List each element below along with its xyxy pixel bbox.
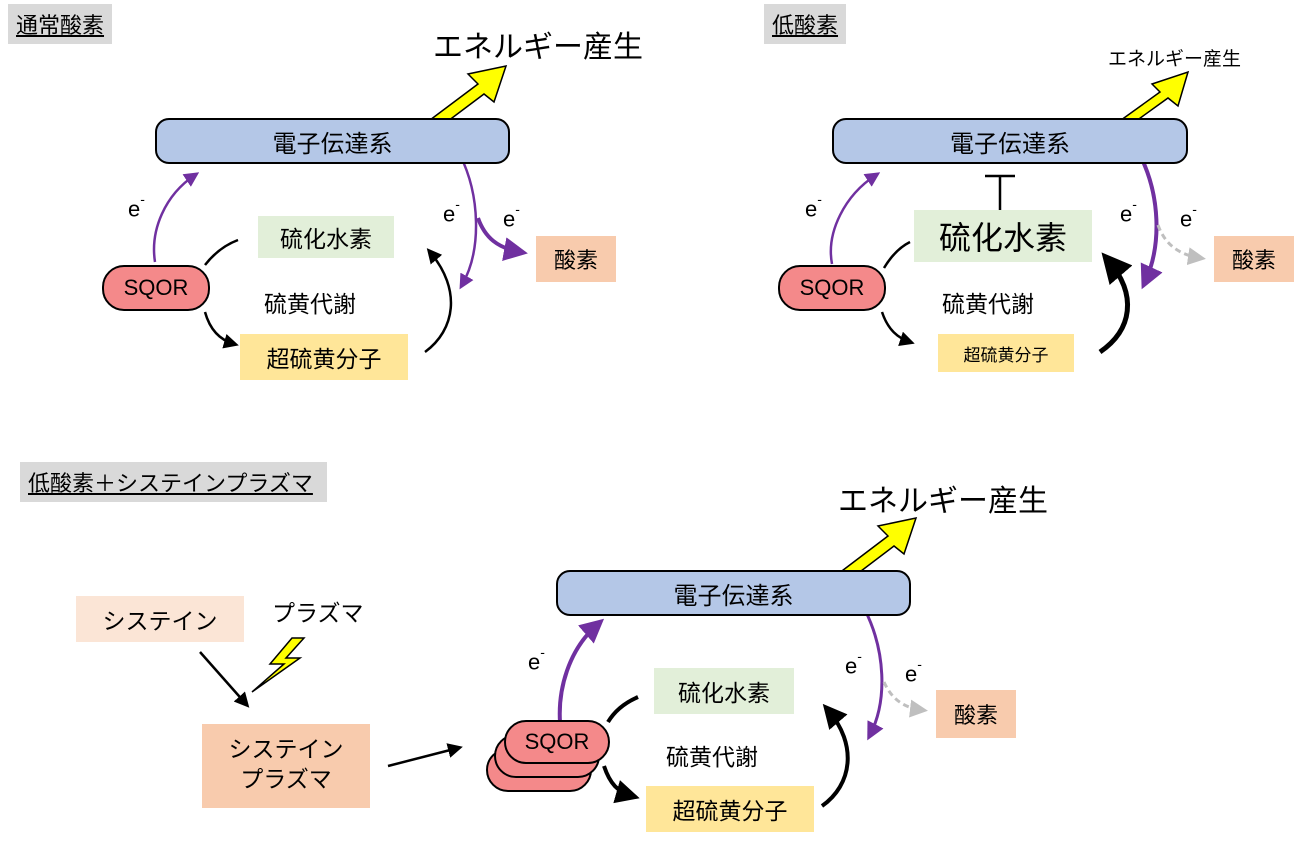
etc-label: 電子伝達系 bbox=[673, 581, 794, 610]
electron-arrow-sqor-to-etc-plasma bbox=[557, 618, 605, 723]
panel-label-hypoxia: 低酸素 bbox=[764, 4, 847, 44]
electron-transport-chain: 電子伝達系 bbox=[155, 118, 510, 164]
energy-production-label: エネルギー産生 bbox=[1108, 48, 1242, 70]
sulfur-metabolism-label: 硫黄代謝 bbox=[942, 292, 1034, 318]
cysteine-plasma-box: システイン プラズマ bbox=[202, 724, 370, 808]
hydrogen-sulfide-box: 硫化水素 bbox=[654, 668, 794, 714]
lightning-icon bbox=[251, 637, 306, 693]
electron-transport-chain: 電子伝達系 bbox=[832, 118, 1188, 164]
electron-arrow-sqor-to-etc-hypoxia bbox=[829, 172, 881, 265]
sulfur-cycle-supersulfide-to-h2s-plasma bbox=[820, 703, 850, 808]
oxygen-box: 酸素 bbox=[536, 236, 616, 282]
cysteine-box: システイン bbox=[76, 596, 244, 642]
sulfur-cycle-supersulfide-to-h2s-hypoxia bbox=[1098, 252, 1133, 355]
sulfur-cycle-supersulfide-to-h2s-normal bbox=[424, 248, 453, 354]
electron-label: e- bbox=[845, 648, 862, 679]
etc-label: 電子伝達系 bbox=[950, 129, 1070, 158]
electron-label: e- bbox=[1120, 196, 1137, 227]
sulfur-cycle-sqor-to-supersulfide-plasma bbox=[602, 765, 640, 804]
supersulfide-box: 超硫黄分子 bbox=[646, 786, 814, 832]
sqor-enzyme: SQOR bbox=[504, 720, 610, 764]
cysteine-plasma-line2: プラズマ bbox=[240, 767, 332, 793]
sqor-enzyme: SQOR bbox=[778, 265, 886, 311]
electron-arrow-to-oxygen-plasma bbox=[882, 681, 928, 718]
panel-label-normal: 通常酸素 bbox=[8, 4, 113, 44]
electron-label: e- bbox=[503, 201, 520, 232]
electron-transport-chain: 電子伝達系 bbox=[556, 570, 911, 616]
sulfur-cycle-sqor-to-supersulfide-normal bbox=[203, 311, 239, 349]
sqor-enzyme: SQOR bbox=[102, 265, 210, 311]
hydrogen-sulfide-box: 硫化水素 bbox=[258, 216, 394, 258]
sulfur-cycle-h2s-to-sqor-normal bbox=[204, 238, 239, 266]
sulfur-cycle-h2s-to-sqor-plasma bbox=[606, 695, 639, 724]
electron-arrow-to-oxygen-normal bbox=[476, 217, 528, 261]
electron-label: e- bbox=[905, 656, 922, 687]
sulfur-cycle-h2s-to-sqor-hypoxia bbox=[882, 240, 911, 269]
arrow-plasma-to-sqor bbox=[387, 743, 463, 768]
oxygen-box: 酸素 bbox=[936, 690, 1016, 738]
supersulfide-box: 超硫黄分子 bbox=[240, 334, 408, 380]
oxygen-box: 酸素 bbox=[1214, 236, 1294, 282]
energy-production-label: エネルギー産生 bbox=[433, 30, 643, 65]
electron-arrow-etc-down-hypoxia bbox=[1138, 154, 1163, 290]
supersulfide-box: 超硫黄分子 bbox=[938, 334, 1074, 372]
electron-label: e- bbox=[528, 644, 545, 675]
electron-label: e- bbox=[443, 196, 460, 227]
electron-label: e- bbox=[805, 191, 822, 222]
cysteine-plasma-line1: システイン bbox=[228, 737, 344, 764]
electron-arrow-to-oxygen-hypoxia bbox=[1156, 224, 1206, 266]
sulfur-cycle-sqor-to-supersulfide-hypoxia bbox=[880, 311, 915, 346]
electron-arrow-sqor-to-etc-normal bbox=[152, 172, 200, 263]
energy-production-label: エネルギー産生 bbox=[838, 484, 1048, 519]
etc-label: 電子伝達系 bbox=[272, 129, 393, 158]
sulfur-metabolism-label: 硫黄代謝 bbox=[666, 745, 758, 771]
panel-label-plasma: 低酸素＋システインプラズマ bbox=[20, 462, 327, 502]
electron-arrow-etc-down-plasma bbox=[863, 609, 884, 741]
electron-label: e- bbox=[128, 191, 145, 222]
plasma-label: プラズマ bbox=[272, 601, 364, 627]
arrow-cysteine-to-plasma bbox=[199, 651, 250, 708]
sulfur-metabolism-label: 硫黄代謝 bbox=[264, 292, 356, 318]
electron-arrow-etc-down-normal bbox=[458, 154, 478, 290]
hydrogen-sulfide-box: 硫化水素 bbox=[914, 210, 1092, 262]
electron-label: e- bbox=[1180, 201, 1197, 232]
